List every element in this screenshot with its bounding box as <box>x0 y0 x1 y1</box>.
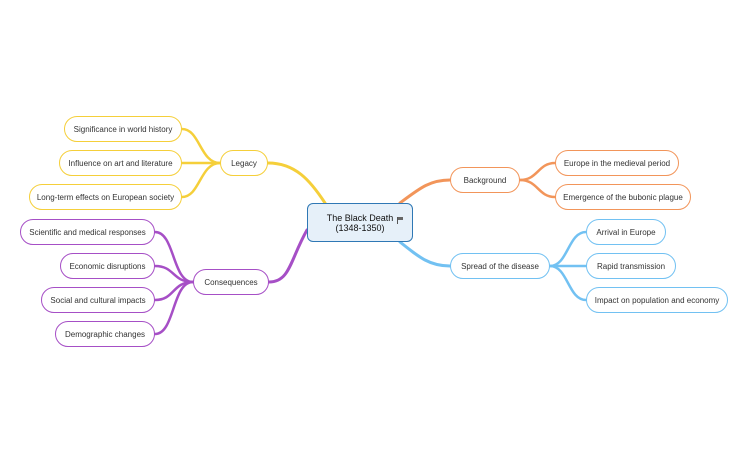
connector-consequences-leaf-3 <box>153 280 195 336</box>
branch-label: Consequences <box>204 277 258 287</box>
flag-icon <box>397 217 403 224</box>
leaf-label: Europe in the medieval period <box>563 158 671 168</box>
leaf-significance-in-world-history[interactable]: Significance in world history <box>64 116 182 142</box>
connector-legacy-leaf-2 <box>180 161 222 199</box>
leaf-label: Significance in world history <box>73 124 173 134</box>
leaf-label: Influence on art and literature <box>68 158 173 168</box>
leaf-label: Demographic changes <box>64 329 146 339</box>
branch-background[interactable]: Background <box>450 167 520 193</box>
leaf-label: Arrival in Europe <box>596 227 656 237</box>
leaf-social-and-cultural-impacts[interactable]: Social and cultural impacts <box>41 287 155 313</box>
connector-background <box>398 178 452 205</box>
leaf-scientific-and-medical-responses[interactable]: Scientific and medical responses <box>20 219 155 245</box>
branch-label: Background <box>463 175 507 185</box>
central-topic-title: The Black Death <box>326 212 394 223</box>
branch-spread-of-the-disease[interactable]: Spread of the disease <box>450 253 550 279</box>
leaf-arrival-in-europe[interactable]: Arrival in Europe <box>586 219 666 245</box>
branch-label: Legacy <box>231 158 257 168</box>
leaf-long-term-effects[interactable]: Long-term effects on European society <box>29 184 182 210</box>
leaf-label: Scientific and medical responses <box>29 227 146 237</box>
central-topic[interactable]: The Black Death (1348-1350) <box>307 203 413 242</box>
leaf-impact-on-population-and-economy[interactable]: Impact on population and economy <box>586 287 728 313</box>
leaf-emergence-of-the-bubonic-plague[interactable]: Emergence of the bubonic plague <box>555 184 691 210</box>
connector-spread-leaf-0 <box>548 230 588 268</box>
connector-legacy-leaf-0 <box>180 127 222 165</box>
leaf-influence-on-art-and-literature[interactable]: Influence on art and literature <box>59 150 182 176</box>
connector-background-leaf-0 <box>518 161 557 182</box>
leaf-label: Social and cultural impacts <box>50 295 146 305</box>
connector-background-leaf-1 <box>518 178 557 199</box>
branch-legacy[interactable]: Legacy <box>220 150 268 176</box>
leaf-label: Rapid transmission <box>596 261 666 271</box>
connector-spread <box>398 240 452 268</box>
connector-consequences <box>267 228 309 284</box>
branch-label: Spread of the disease <box>461 261 539 271</box>
connector-spread-leaf-2 <box>548 264 588 302</box>
leaf-label: Emergence of the bubonic plague <box>563 192 683 202</box>
leaf-label: Impact on population and economy <box>594 295 720 305</box>
branch-consequences[interactable]: Consequences <box>193 269 269 295</box>
leaf-europe-in-the-medieval-period[interactable]: Europe in the medieval period <box>555 150 679 176</box>
leaf-label: Long-term effects on European society <box>36 192 175 202</box>
connector-legacy <box>266 161 327 205</box>
leaf-demographic-changes[interactable]: Demographic changes <box>55 321 155 347</box>
leaf-rapid-transmission[interactable]: Rapid transmission <box>586 253 676 279</box>
leaf-economic-disruptions[interactable]: Economic disruptions <box>60 253 155 279</box>
leaf-label: Economic disruptions <box>69 261 146 271</box>
central-topic-subtitle: (1348-1350) <box>335 222 385 233</box>
